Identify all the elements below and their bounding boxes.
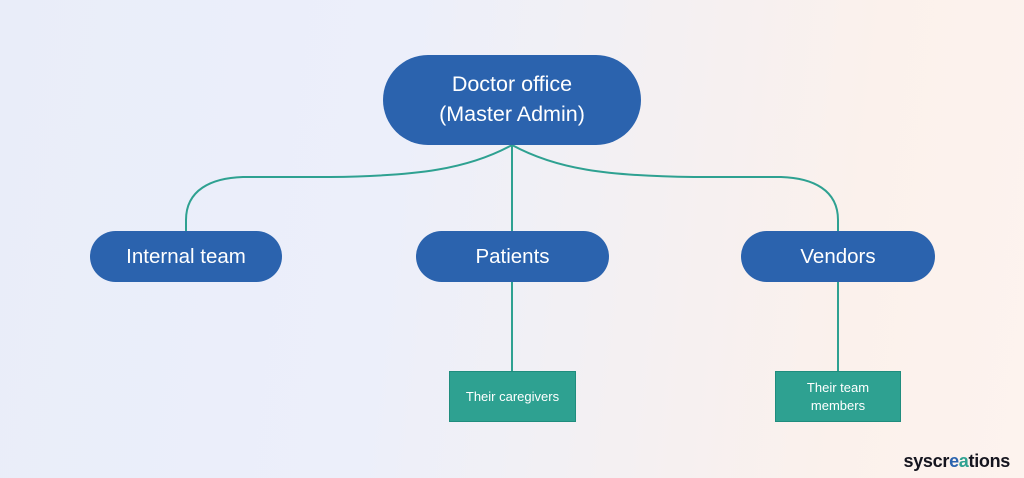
node-their-caregivers: Their caregivers: [449, 371, 576, 422]
logo-glyph-e: e: [949, 451, 959, 471]
logo-text-suffix: tions: [968, 451, 1011, 471]
syscreations-logo: syscreations: [904, 451, 1011, 472]
logo-glyph-a: a: [958, 451, 969, 471]
node-doctor-office-master-admin: Doctor office (Master Admin): [383, 55, 641, 145]
node-their-team-members: Their team members: [775, 371, 901, 422]
node-patients: Patients: [416, 231, 609, 282]
connector-root-vendors: [511, 144, 839, 232]
node-vendors: Vendors: [741, 231, 935, 282]
node-internal-team: Internal team: [90, 231, 282, 282]
connector-root-internal: [185, 144, 513, 232]
logo-text-prefix: syscr: [903, 451, 950, 471]
